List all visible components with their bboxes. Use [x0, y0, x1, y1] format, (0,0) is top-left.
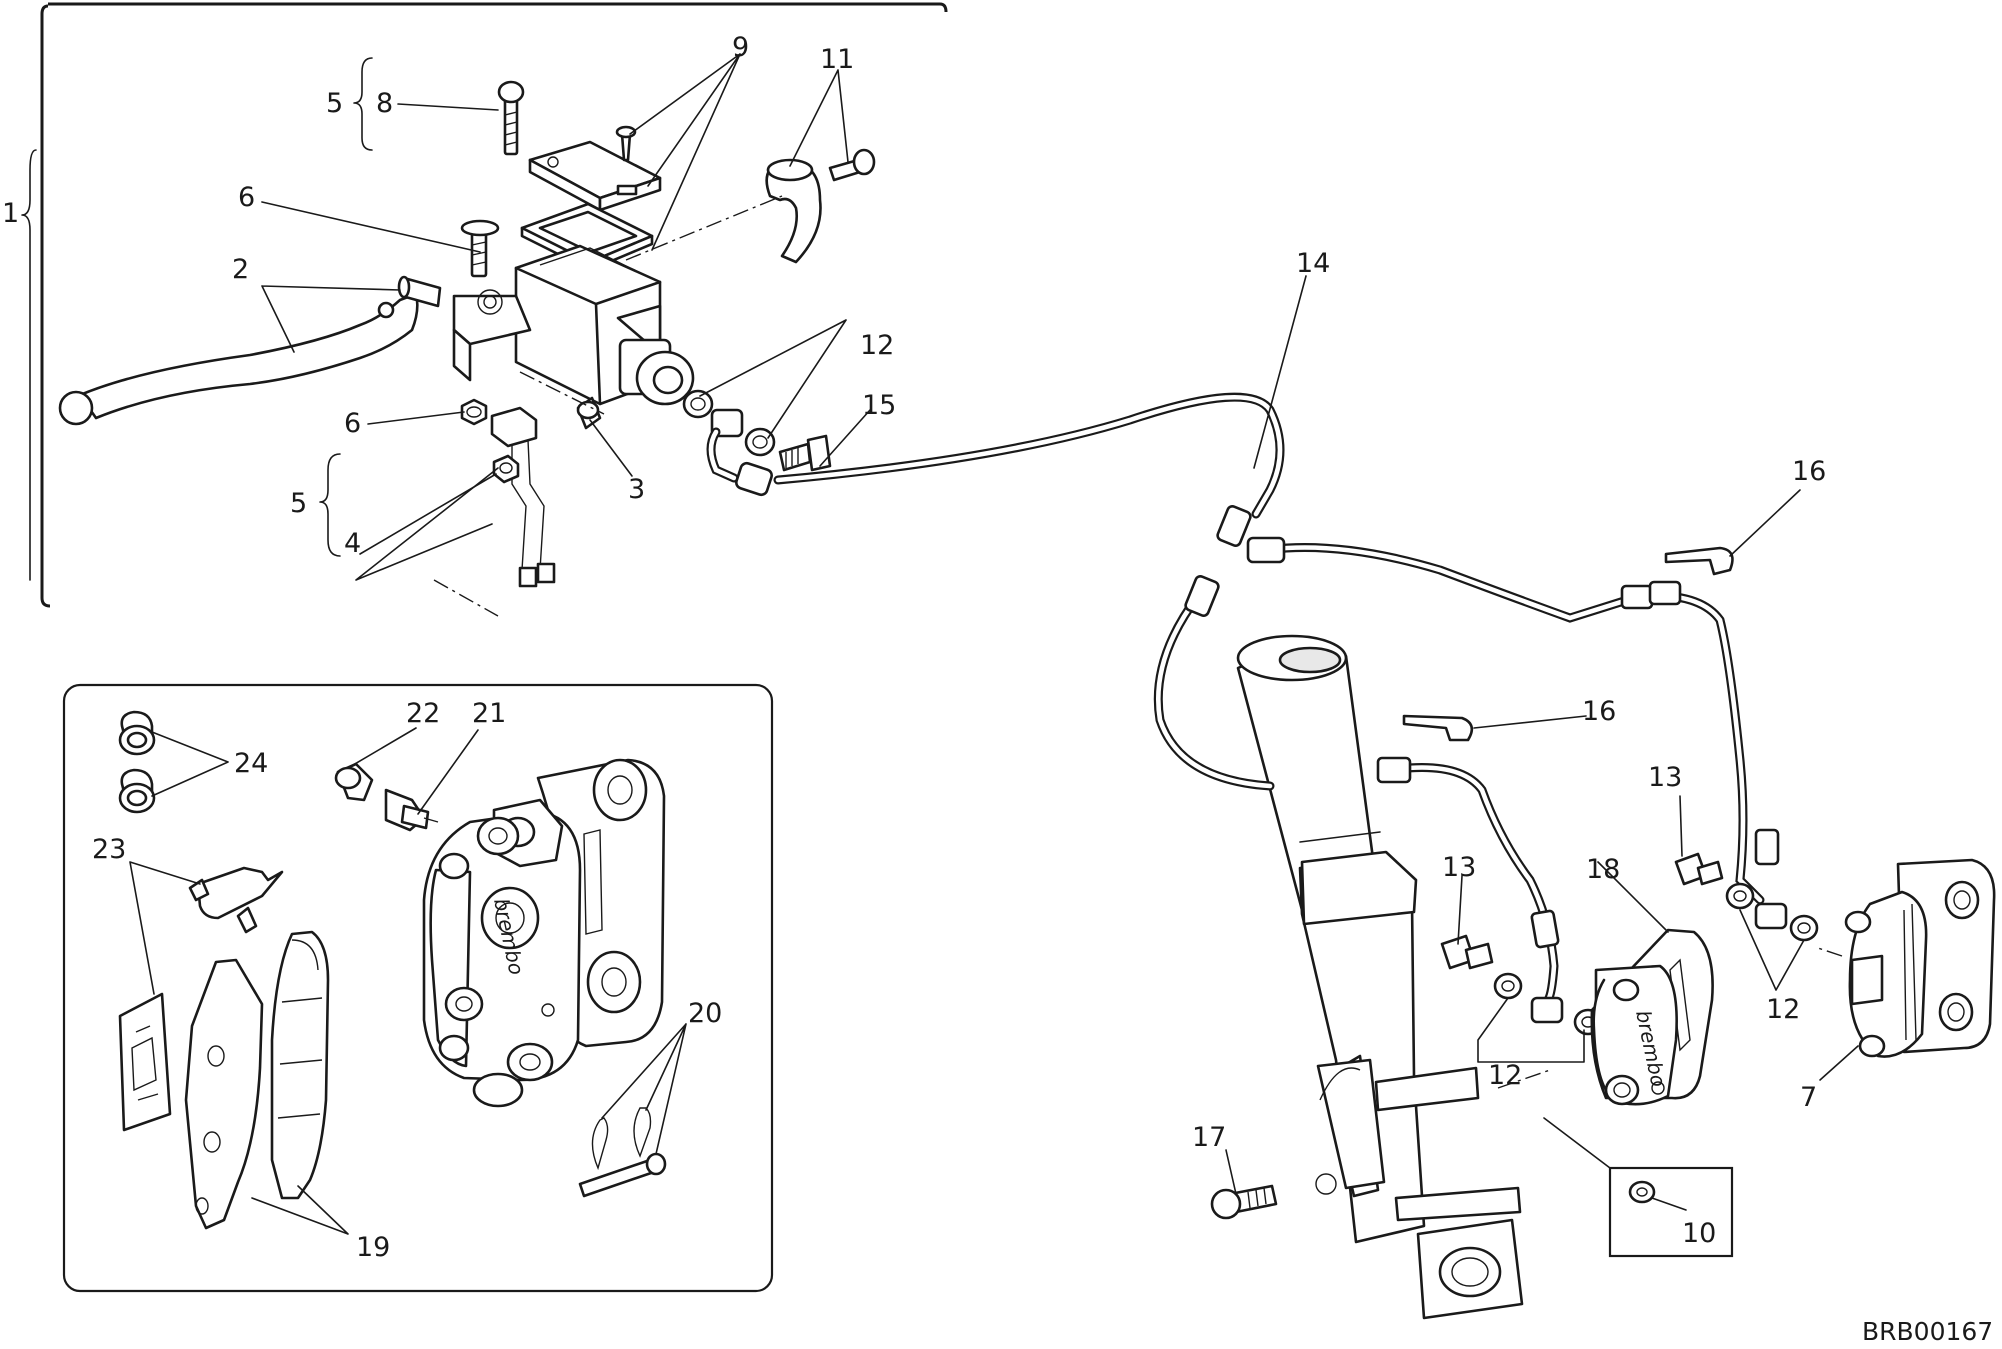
- callout-19: 19: [356, 1232, 390, 1263]
- callout-3: 3: [628, 474, 645, 505]
- callout-18: 18: [1586, 854, 1620, 885]
- caliper-left-on-fork: brembo: [1590, 928, 1714, 1106]
- master-cylinder-body: [452, 244, 695, 406]
- brake-pad-rear: [184, 958, 264, 1230]
- brake-pad-front: [270, 930, 330, 1200]
- pad-spring-plate: [118, 992, 172, 1132]
- callout-12-top: 12: [860, 330, 894, 361]
- callout-5-bottom: 5: [290, 488, 307, 519]
- lever-pivot-bolt: [460, 219, 500, 278]
- callout-2: 2: [232, 254, 249, 285]
- callout-16-middle: 16: [1582, 696, 1616, 727]
- assembly-axis-lines: [433, 195, 1843, 1089]
- lever-return-nut: [460, 398, 488, 426]
- callout-23: 23: [92, 834, 126, 865]
- pad-retaining-pin-and-clips: [578, 1107, 667, 1198]
- callout-15: 15: [862, 390, 896, 421]
- banjo-bolt-top: [778, 434, 832, 472]
- hose-guide-clips: [1402, 546, 1734, 742]
- front-fork-leg: [1236, 634, 1524, 1320]
- banjo-fittings-lower: [1530, 902, 1788, 1024]
- hose-main: [773, 392, 1285, 519]
- banjo-washers-top: [682, 389, 776, 457]
- callout-6-top: 6: [238, 182, 255, 213]
- callout-17: 17: [1192, 1122, 1226, 1153]
- banjo-fitting-top: [706, 408, 773, 497]
- callout-4: 4: [344, 528, 361, 559]
- callout-14: 14: [1296, 248, 1330, 279]
- reservoir-cover: [528, 140, 662, 212]
- leader-lines: [129, 53, 1859, 1235]
- hose-left-loop: [1153, 591, 1275, 791]
- pad-grommets: [118, 710, 156, 814]
- hose-splitter-fittings: [1184, 505, 1780, 949]
- callout-9: 9: [732, 32, 749, 63]
- caliper-right: [1844, 858, 1996, 1058]
- callout-22: 22: [406, 698, 440, 729]
- banjo-washers-right: [1725, 882, 1819, 942]
- bleed-cap: [334, 762, 374, 802]
- group-1-frame: [21, 2, 948, 608]
- hose-left-caliper: [1385, 763, 1559, 1005]
- callout-5-top: 5: [326, 88, 343, 119]
- callout-16-top: 16: [1792, 456, 1826, 487]
- callout-12-right: 12: [1766, 994, 1800, 1025]
- fork-clamp-bolt: [1210, 1184, 1278, 1220]
- pad-spring: [188, 866, 284, 934]
- callout-8: 8: [376, 88, 393, 119]
- callout-21: 21: [472, 698, 506, 729]
- lever-pin: [397, 275, 442, 308]
- stop-light-switch: [490, 406, 556, 588]
- callout-13-right: 13: [1648, 762, 1682, 793]
- pushrod-bushing: [576, 396, 602, 430]
- banjo-bolt-right: [1674, 852, 1724, 886]
- brake-lever: [58, 292, 419, 426]
- reservoir-bracket-clamp: [765, 158, 822, 264]
- callout-labels: 1 2 3 4 5 5 6 6 7 8 9 10 11 12 12 12 13 …: [2, 32, 1826, 1263]
- clamp-bolt: [828, 148, 876, 182]
- callout-24: 24: [234, 748, 268, 779]
- callout-13-left: 13: [1442, 852, 1476, 883]
- brace-5-bottom: [319, 453, 341, 557]
- callout-6-bottom: 6: [344, 408, 361, 439]
- brace-5-top: [353, 57, 373, 151]
- callout-10: 10: [1682, 1218, 1716, 1249]
- drawing-code: BRB00167: [1862, 1317, 1993, 1346]
- callout-11: 11: [820, 44, 854, 75]
- reservoir-cover-screw: [615, 125, 637, 162]
- callout-20: 20: [688, 998, 722, 1029]
- inset-panel: [62, 683, 774, 1293]
- callout-7: 7: [1800, 1082, 1817, 1113]
- callout-1: 1: [2, 198, 19, 229]
- reservoir-screw-long: [497, 80, 525, 156]
- callout-12-left: 12: [1488, 1060, 1522, 1091]
- banjo-bolt-left: [1440, 934, 1494, 970]
- callout-box-10: [1543, 1117, 1734, 1258]
- caliper-inset: brembo: [422, 758, 666, 1108]
